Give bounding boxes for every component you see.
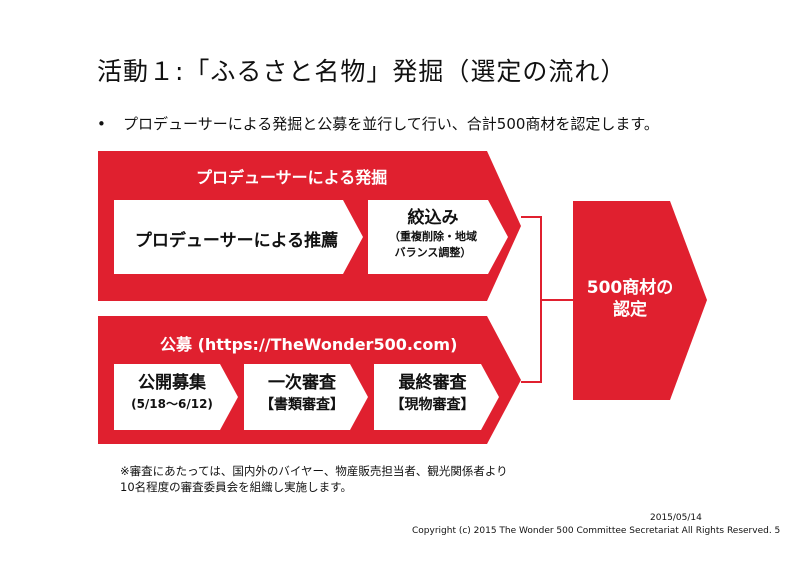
first-review-box (244, 364, 368, 430)
narrow-detail-1: （重複削除・地域 (389, 230, 477, 243)
recruit-box-text: 公開募集 (5/18〜6/12) (114, 372, 230, 414)
narrow-box-text: 絞込み （重複削除・地域 バランス調整） (368, 207, 498, 261)
first-review-detail: 【書類審査】 (260, 397, 344, 413)
recommend-label: プロデューサーによる推薦 (134, 231, 339, 251)
final-review-box (374, 364, 499, 430)
narrow-title: 絞込み (407, 208, 459, 228)
footer-copyright: Copyright (c) 2015 The Wonder 500 Commit… (412, 526, 781, 536)
first-review-box-text: 一次審査 【書類審査】 (244, 372, 360, 414)
footer-date: 2015/05/14 (650, 513, 702, 523)
recruit-dates: (5/18〜6/12) (131, 397, 213, 411)
producer-track-label: プロデューサーによる発掘 (196, 168, 388, 187)
recruit-box (114, 364, 238, 430)
result-text: 500商材の 認定 (575, 277, 685, 321)
review-note: ※審査にあたっては、国内外のバイヤー、物産販売担当者、観光関係者より 10名程度… (120, 463, 508, 495)
public-track-label: 公募 (https://TheWonder500.com) (160, 335, 458, 354)
narrow-box (368, 200, 508, 274)
bullet-text: プロデューサーによる発掘と公募を並行して行い、合計500商材を認定します。 (123, 115, 659, 133)
result-arrow (573, 201, 707, 400)
result-line-2: 認定 (613, 300, 647, 320)
final-review-detail: 【現物審査】 (390, 397, 475, 413)
bullet-marker: • (97, 115, 106, 133)
final-review-title: 最終審査 (398, 373, 467, 393)
review-note-line-2: 10名程度の審査委員会を組織し実施します。 (120, 480, 352, 494)
page-title: 活動１:「ふるさと名物」発掘（選定の流れ） (97, 57, 627, 86)
review-note-line-1: ※審査にあたっては、国内外のバイヤー、物産販売担当者、観光関係者より (120, 464, 508, 478)
result-line-1: 500商材の (586, 278, 674, 298)
final-review-box-text: 最終審査 【現物審査】 (374, 372, 491, 414)
connector-lines (521, 216, 573, 383)
first-review-title: 一次審査 (268, 373, 336, 393)
narrow-detail-2: バランス調整） (394, 246, 472, 259)
recommend-box (114, 200, 363, 274)
recruit-title: 公開募集 (138, 373, 206, 393)
